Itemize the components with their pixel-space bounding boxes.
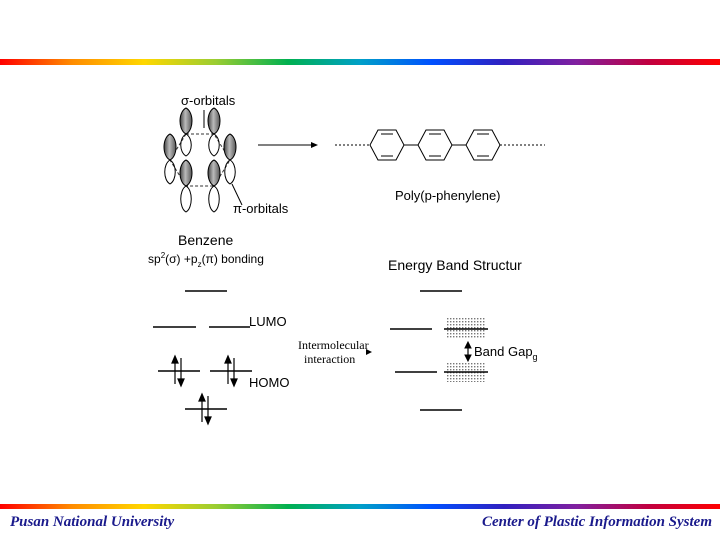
band-structure-title: Energy Band Structur (388, 257, 522, 273)
electron-spin-arrows (171, 354, 238, 426)
polyphenylene-structure (335, 129, 545, 161)
pi-pointer (231, 183, 243, 206)
benzene-label: Benzene (178, 232, 233, 248)
intermolecular-label-line2: interaction (304, 352, 355, 366)
top-gradient-bar (0, 59, 720, 65)
interaction-arrow (366, 349, 372, 355)
lumo-label: LUMO (249, 314, 287, 329)
band-gap-text: Band Gap (474, 344, 533, 359)
benzene-orbital-model (163, 107, 237, 213)
homo-label: HOMO (249, 375, 289, 390)
bonding-sigma-p: (σ) +p (165, 252, 198, 266)
intermolecular-label-line1: Intermolecular (298, 338, 369, 352)
benzene-energy-levels (153, 290, 252, 410)
bonding-subscript: z (198, 260, 202, 269)
polymer-energy-levels (390, 290, 462, 411)
bonding-superscript: 2 (161, 251, 166, 260)
conduction-band (446, 318, 486, 338)
pi-orbitals-label: π-orbitals (233, 201, 289, 216)
bonding-sp: sp (148, 252, 161, 266)
band-gap-subscript: g (533, 352, 538, 362)
polyphenylene-label: Poly(p-phenylene) (395, 188, 501, 203)
bottom-gradient-bar (0, 504, 720, 509)
transform-arrow (258, 142, 318, 148)
bonding-pi: (π) bonding (202, 252, 264, 266)
sigma-orbitals-label: σ-orbitals (181, 93, 236, 108)
band-gap-label: Band Gapg (474, 344, 538, 362)
footer-university: Pusan National University (10, 514, 175, 530)
band-gap-arrow (464, 340, 472, 363)
bonding-label: sp2(σ) +pz(π) bonding (148, 251, 264, 269)
footer-center: Center of Plastic Information System (481, 514, 712, 530)
